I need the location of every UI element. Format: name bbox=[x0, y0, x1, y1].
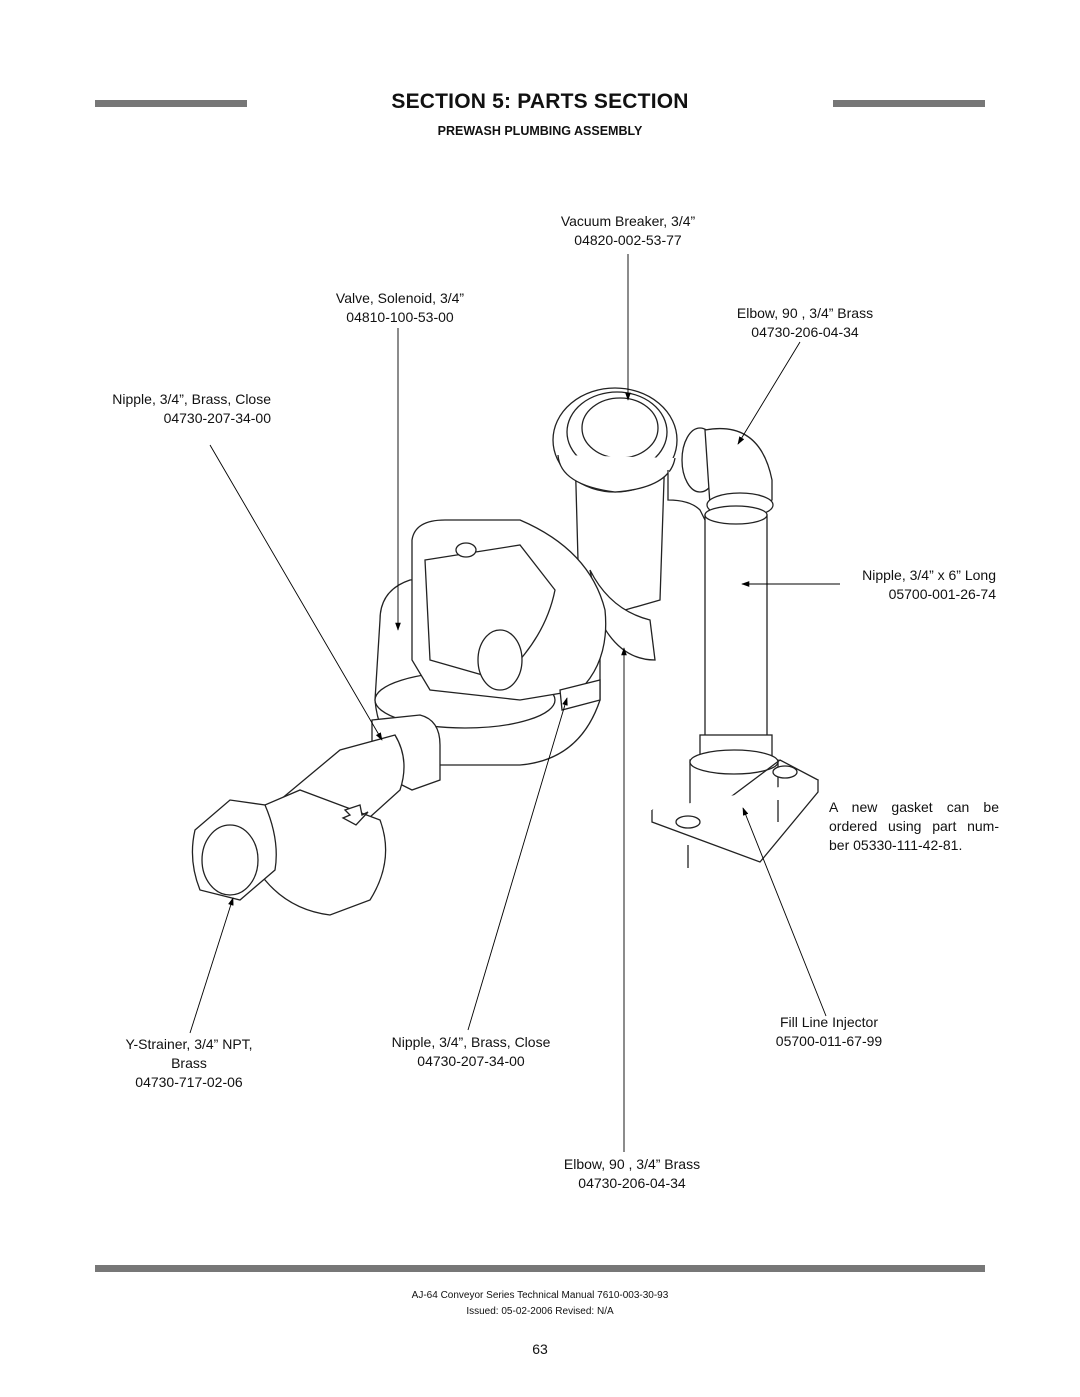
vacuum-breaker-part: 04820-002-53-77 bbox=[574, 232, 682, 248]
vacuum-breaker-name: Vacuum Breaker, 3/4” bbox=[560, 213, 696, 229]
elbow-top-name: Elbow, 90 , 3/4” Brass bbox=[736, 305, 874, 321]
elbow-bottom-name: Elbow, 90 , 3/4” Brass bbox=[563, 1156, 701, 1172]
y-strainer-drawing bbox=[191, 714, 441, 916]
leader-nipple-close-bottom bbox=[467, 697, 568, 1031]
callout-y-strainer: Y-Strainer, 3/4” NPT, Brass 04730-717-02… bbox=[100, 1035, 278, 1092]
leader-elbow-top bbox=[737, 341, 801, 445]
nipple-long-name: Nipple, 3/4” x 6” Long bbox=[862, 567, 996, 583]
y-strainer-line1: Y-Strainer, 3/4” NPT, bbox=[125, 1036, 253, 1052]
vacuum-breaker-drawing bbox=[552, 387, 678, 661]
nipple-close-bottom-name: Nipple, 3/4”, Brass, Close bbox=[391, 1034, 551, 1050]
callout-vacuum-breaker: Vacuum Breaker, 3/4” 04820-002-53-77 bbox=[528, 212, 728, 250]
footer-bar bbox=[95, 1265, 985, 1272]
callout-nipple-close-bottom: Nipple, 3/4”, Brass, Close 04730-207-34-… bbox=[365, 1033, 577, 1071]
gasket-note: A new gasket can be ordered using part n… bbox=[829, 799, 999, 853]
callout-elbow-bottom: Elbow, 90 , 3/4” Brass 04730-206-04-34 bbox=[532, 1155, 732, 1193]
valve-solenoid-name: Valve, Solenoid, 3/4” bbox=[335, 290, 465, 306]
solenoid-valve-drawing bbox=[374, 519, 607, 766]
nipple-close-top-part: 04730-207-34-00 bbox=[163, 410, 271, 426]
footer-issued: Issued: 05-02-2006 Revised: N/A bbox=[466, 1306, 614, 1317]
leader-fill-line-injector bbox=[742, 807, 827, 1017]
y-strainer-line2: Brass bbox=[171, 1055, 207, 1071]
callout-nipple-long: Nipple, 3/4” x 6” Long 05700-001-26-74 bbox=[800, 566, 996, 604]
callout-valve-solenoid: Valve, Solenoid, 3/4” 04810-100-53-00 bbox=[300, 289, 500, 327]
elbow-and-nipple-drawing bbox=[651, 427, 820, 868]
leader-y-strainer bbox=[189, 897, 234, 1034]
elbow-bottom-part: 04730-206-04-34 bbox=[578, 1175, 686, 1191]
fill-line-injector-part: 05700-011-67-99 bbox=[775, 1033, 883, 1049]
header-bar-right bbox=[833, 100, 985, 107]
valve-solenoid-part: 04810-100-53-00 bbox=[346, 309, 454, 325]
page-number: 63 bbox=[532, 1341, 548, 1357]
section-title: SECTION 5: PARTS SECTION bbox=[391, 90, 689, 113]
nipple-long-part: 05700-001-26-74 bbox=[888, 586, 996, 602]
fill-line-injector-name: Fill Line Injector bbox=[779, 1014, 879, 1030]
y-strainer-part: 04730-717-02-06 bbox=[135, 1074, 243, 1090]
footer-manual: AJ-64 Conveyor Series Technical Manual 7… bbox=[411, 1290, 669, 1301]
elbow-top-part: 04730-206-04-34 bbox=[751, 324, 859, 340]
nipple-close-bottom-part: 04730-207-34-00 bbox=[417, 1053, 525, 1069]
leader-nipple-close-top bbox=[209, 444, 383, 741]
callout-elbow-top: Elbow, 90 , 3/4” Brass 04730-206-04-34 bbox=[712, 304, 898, 342]
callout-nipple-close-top: Nipple, 3/4”, Brass, Close 04730-207-34-… bbox=[60, 390, 271, 428]
callout-fill-line-injector: Fill Line Injector 05700-011-67-99 bbox=[744, 1013, 914, 1051]
header-bar-left bbox=[95, 100, 247, 107]
section-subtitle: PREWASH PLUMBING ASSEMBLY bbox=[437, 124, 643, 138]
nipple-close-top-name: Nipple, 3/4”, Brass, Close bbox=[112, 391, 271, 407]
